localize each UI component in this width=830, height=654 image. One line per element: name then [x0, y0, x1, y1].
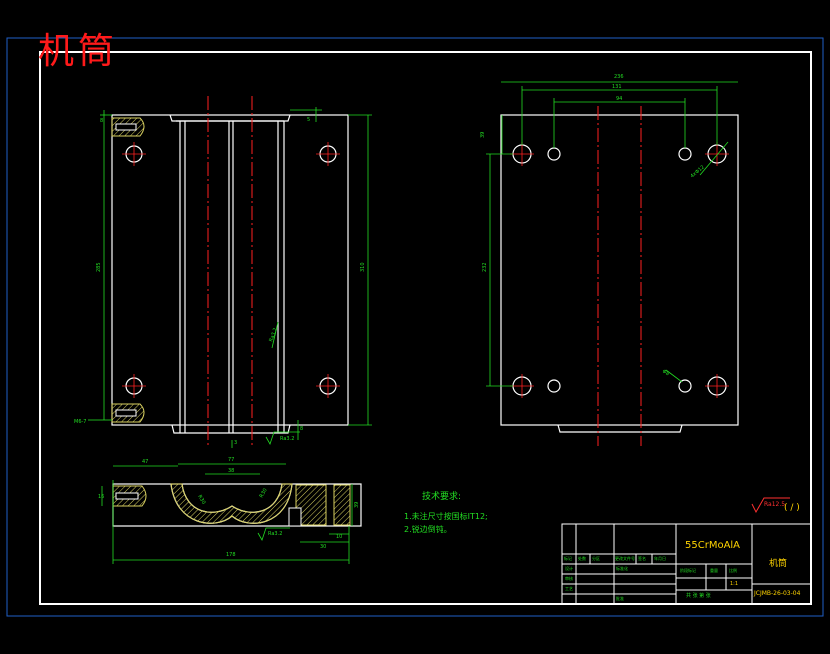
tb-row-label-4: 签名 — [638, 556, 646, 561]
technical-requirement-2: 2.锐边倒钝。 — [404, 525, 452, 534]
svg-text:Ra3.2: Ra3.2 — [268, 327, 279, 343]
svg-text:77: 77 — [228, 457, 234, 463]
svg-text:8: 8 — [300, 426, 303, 432]
technical-requirement-1: 1.未注尺寸按国标IT12; — [404, 512, 488, 521]
top-view-dimensions — [101, 463, 353, 564]
tb-left-label-2: 工艺 — [565, 586, 573, 591]
svg-text:94: 94 — [616, 96, 622, 102]
part-name: 机筒 — [769, 559, 788, 569]
tb-row-label-0: 标记 — [564, 556, 572, 561]
svg-text:285: 285 — [96, 262, 102, 272]
svg-text:178: 178 — [226, 552, 236, 558]
tb-row-label-1: 处数 — [578, 556, 586, 561]
roughness-value: Ra12.5 — [764, 501, 785, 508]
svg-text:232: 232 — [482, 262, 488, 272]
svg-text:38: 38 — [228, 468, 234, 474]
tb-row-label-5: 年月日 — [654, 556, 666, 561]
top-view-hatch — [112, 483, 351, 527]
side-view — [500, 114, 739, 433]
svg-text:16: 16 — [98, 494, 104, 500]
tb-mid-label-0: 阶段标记 — [680, 568, 696, 573]
svg-text:Ra3.2: Ra3.2 — [280, 436, 294, 442]
tb-mid-label-2: 比例 — [729, 568, 737, 573]
front-view-slots — [111, 117, 145, 423]
outer-frame — [6, 37, 824, 617]
side-view-centerlines — [597, 106, 642, 446]
tb-row-label-2: 分区 — [592, 556, 600, 561]
roughness-symbol-icon — [751, 497, 790, 514]
svg-text:310: 310 — [360, 262, 366, 272]
svg-text:39: 39 — [354, 502, 360, 508]
tb-sheet-label: 共 张 第 张 — [686, 593, 711, 599]
inner-frame — [39, 51, 812, 605]
svg-text:R30: R30 — [196, 494, 206, 506]
top-view-dimension-text: 47 77 38 178 30 10 39 16 Ra3.2 R30 R30 — [98, 457, 360, 558]
svg-text:236: 236 — [614, 74, 624, 80]
svg-text:Φ8: Φ8 — [661, 369, 670, 378]
svg-text:8: 8 — [100, 118, 103, 124]
tb-mid-label-1: 重量 — [710, 568, 718, 573]
surface-finish-note: ( / ) — [784, 503, 800, 513]
front-view-dimension-text: 8 285 310 5 Ra3.2 M6-7 3 Ra3.2 8 — [74, 117, 366, 446]
side-view-dimension-text: 236 131 94 232 39 4xΦ12 Φ8 — [480, 74, 706, 377]
svg-text:3: 3 — [234, 440, 237, 446]
front-view-centerlines — [207, 96, 253, 446]
side-view-center-marks — [510, 142, 729, 398]
scale-value: 1:1 — [730, 581, 739, 587]
sheet-title: 机筒 — [38, 31, 119, 72]
svg-text:39: 39 — [480, 132, 486, 138]
front-view-center-marks — [122, 142, 340, 398]
technical-requirements-heading: 技术要求: — [422, 492, 462, 502]
svg-text:10: 10 — [336, 534, 342, 540]
svg-text:Ra3.2: Ra3.2 — [268, 531, 282, 537]
svg-text:47: 47 — [142, 459, 148, 465]
front-view — [111, 114, 349, 434]
svg-text:4xΦ12: 4xΦ12 — [689, 164, 705, 179]
svg-text:R30: R30 — [259, 487, 269, 499]
tb-left-label-1: 审核 — [565, 576, 573, 581]
svg-text:5: 5 — [307, 117, 310, 123]
svg-text:30: 30 — [320, 544, 326, 550]
tb-left-label-3: 标准化 — [616, 566, 628, 571]
svg-text:131: 131 — [612, 84, 622, 90]
front-view-dimensions — [88, 107, 372, 448]
drawing-number: JCJMB-26-03-04 — [754, 590, 801, 597]
svg-text:M6-7: M6-7 — [74, 419, 86, 425]
side-view-dimensions — [486, 81, 738, 387]
tb-left-label-0: 设计 — [565, 566, 573, 571]
tb-left-label-4: 批准 — [616, 596, 624, 601]
title-block — [561, 523, 812, 605]
tb-row-label-3: 更改文件号 — [615, 556, 635, 561]
material-label: 55CrMoAlA — [685, 540, 741, 551]
